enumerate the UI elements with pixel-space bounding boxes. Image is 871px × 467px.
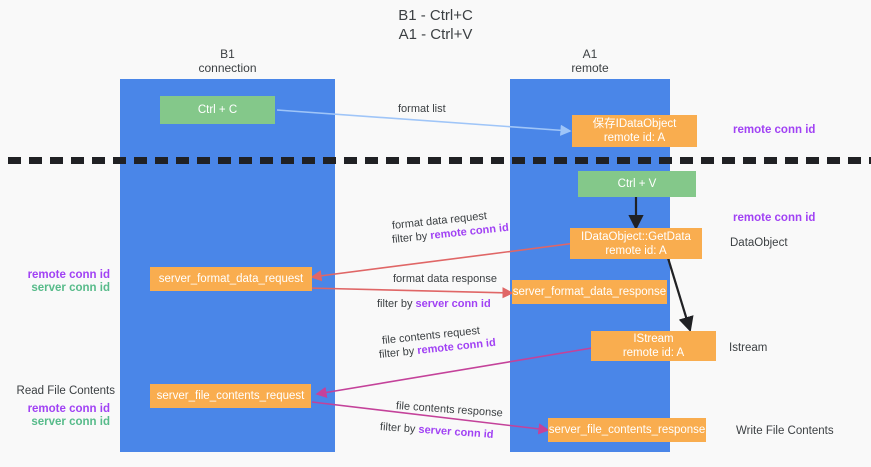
box-ctrl-c[interactable]: Ctrl + C — [160, 96, 275, 124]
lane-header-b1: B1 connection — [120, 47, 335, 75]
box-idataobject-getdata[interactable]: IDataObject::GetData remote id: A — [570, 228, 702, 259]
divider-dash — [197, 157, 210, 164]
divider-dash — [344, 157, 357, 164]
arrow-getdata-to-istream — [666, 257, 694, 333]
divider-dash — [176, 157, 189, 164]
divider-dash — [596, 157, 609, 164]
annotation-left-remote-conn-id-bottom: remote conn id — [27, 403, 110, 415]
divider-dash — [512, 157, 525, 164]
box-istream[interactable]: IStream remote id: A — [591, 331, 716, 361]
divider-dash — [302, 157, 315, 164]
divider-dash — [764, 157, 777, 164]
filter-key-server-conn-id: server conn id — [415, 298, 491, 310]
divider-dash — [92, 157, 105, 164]
edge-label-format-data-response-filter: filter by server conn id — [377, 298, 491, 310]
annotation-write-file-contents: Write File Contents — [736, 425, 834, 437]
divider-dash — [71, 157, 84, 164]
arrow-format-data-request — [310, 242, 577, 282]
lane-header-b1-sub: connection — [198, 61, 257, 75]
annotation-read-file-contents: Read File Contents — [16, 385, 115, 397]
divider-dash — [575, 157, 588, 164]
lane-header-a1-sub: remote — [571, 61, 609, 75]
box-ctrl-c-label: Ctrl + C — [197, 104, 238, 116]
title-line-2: A1 - Ctrl+V — [398, 26, 473, 43]
divider-dash — [806, 157, 819, 164]
divider-dash — [386, 157, 399, 164]
divider-dash — [428, 157, 441, 164]
divider-dash — [722, 157, 735, 164]
annotation-remote-conn-id-mid: remote conn id — [733, 212, 816, 224]
divider-dash — [533, 157, 546, 164]
annotation-istream: Istream — [729, 342, 768, 354]
divider-dash — [470, 157, 483, 164]
divider-dash — [701, 157, 714, 164]
title-line-1: B1 - Ctrl+C — [398, 7, 473, 24]
box-server-file-contents-request-label: server_file_contents_request — [156, 390, 305, 402]
box-istream-line2: remote id: A — [622, 347, 685, 359]
edge-label-format-data-response: format data response — [393, 273, 497, 285]
divider-dash — [323, 157, 336, 164]
divider-dash — [617, 157, 630, 164]
box-server-format-data-response[interactable]: server_format_data_response — [512, 280, 667, 304]
divider-dash — [155, 157, 168, 164]
divider-dash — [554, 157, 567, 164]
divider-dash — [638, 157, 651, 164]
divider-dash — [869, 157, 871, 164]
annotation-remote-conn-id-top: remote conn id — [733, 124, 816, 136]
annotation-left-remote-conn-id-mid: remote conn id — [27, 269, 110, 281]
divider-dash — [827, 157, 840, 164]
arrow-format-data-response — [307, 287, 514, 299]
box-ctrl-v[interactable]: Ctrl + V — [578, 171, 696, 197]
divider-dash — [134, 157, 147, 164]
box-idataobject-getdata-line2: remote id: A — [605, 244, 667, 257]
lane-header-a1: A1 remote — [510, 47, 670, 75]
divider-dash — [260, 157, 273, 164]
divider-dash — [239, 157, 252, 164]
divider-dash — [680, 157, 693, 164]
box-server-file-contents-response[interactable]: server_file_contents_response — [548, 418, 706, 442]
page-title: B1 - Ctrl+C A1 - Ctrl+V — [0, 6, 871, 44]
box-server-format-data-request-label: server_format_data_request — [158, 273, 304, 285]
divider-dash — [743, 157, 756, 164]
divider-dash — [449, 157, 462, 164]
divider-dash — [848, 157, 861, 164]
divider-dash — [491, 157, 504, 164]
box-idataobject-getdata-line1: IDataObject::GetData — [581, 230, 691, 243]
box-istream-line1: IStream — [633, 333, 674, 345]
box-save-idataobject[interactable]: 保存IDataObject remote id: A — [572, 115, 697, 147]
divider-dash — [407, 157, 420, 164]
divider-dash — [785, 157, 798, 164]
arrow-format-list — [276, 109, 572, 136]
filter-prefix: filter by — [377, 298, 416, 310]
divider-dash — [659, 157, 672, 164]
phase-divider — [0, 157, 871, 164]
divider-dash — [50, 157, 63, 164]
annotation-dataobject: DataObject — [730, 237, 788, 249]
annotation-left-server-conn-id-mid: server conn id — [31, 282, 110, 294]
divider-dash — [218, 157, 231, 164]
divider-dash — [113, 157, 126, 164]
box-server-file-contents-response-label: server_file_contents_response — [548, 424, 706, 436]
arrow-file-contents-request — [315, 347, 593, 398]
annotation-left-server-conn-id-bottom: server conn id — [31, 416, 110, 428]
divider-dash — [29, 157, 42, 164]
divider-dash — [365, 157, 378, 164]
box-save-idataobject-line1: 保存IDataObject — [592, 118, 677, 130]
edge-label-format-list: format list — [398, 103, 446, 115]
arrow-file-contents-response — [311, 401, 550, 435]
lane-header-a1-name: A1 — [582, 47, 598, 61]
box-server-format-data-response-label: server_format_data_response — [512, 286, 667, 298]
divider-dash — [8, 157, 21, 164]
box-server-format-data-request[interactable]: server_format_data_request — [150, 267, 312, 291]
box-ctrl-v-label: Ctrl + V — [617, 178, 657, 190]
box-save-idataobject-line2: remote id: A — [603, 132, 666, 144]
box-server-file-contents-request[interactable]: server_file_contents_request — [150, 384, 311, 408]
divider-dash — [281, 157, 294, 164]
lane-header-b1-name: B1 — [220, 47, 235, 61]
